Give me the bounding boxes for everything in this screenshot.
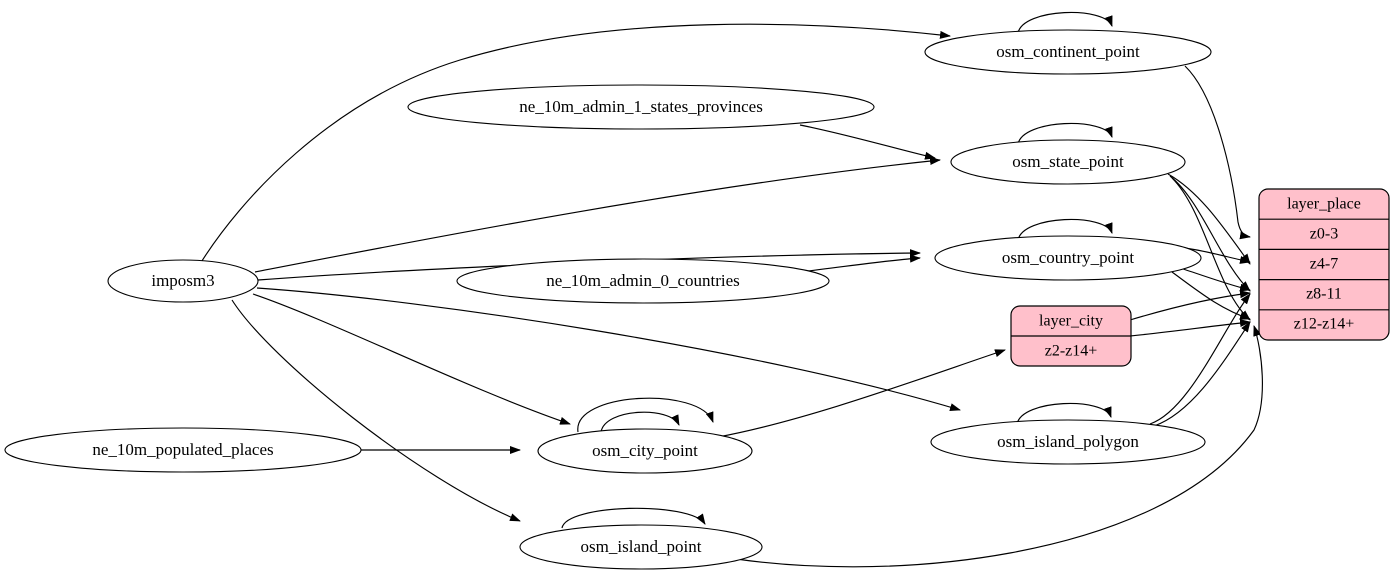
edge-osm_island_point-self-loop <box>561 507 706 529</box>
edge-osm_country_point-to-layer_place-z8-11 <box>1179 267 1251 292</box>
record-layer_city-row-z2-z14[interactable]: z2-z14+ <box>1045 343 1098 360</box>
record-layer_city-title: layer_city <box>1039 313 1103 330</box>
node-ne_10m_admin_1_states_provinces[interactable]: ne_10m_admin_1_states_provinces <box>407 84 875 130</box>
edge-ne_states-to-osm_state_point <box>799 124 936 160</box>
edge-osm_state_point-to-layer_place-z12-z14 <box>1171 177 1251 321</box>
edge-imposm3-to-osm_state_point <box>254 157 941 273</box>
node-osm_city_point[interactable]: osm_city_point <box>537 428 753 474</box>
node-ne_states-shape[interactable] <box>407 84 875 130</box>
node-ne_10m_admin_0_countries[interactable]: ne_10m_admin_0_countries <box>456 258 830 304</box>
node-osm_island_point[interactable]: osm_island_point <box>519 524 763 570</box>
edge-osm_continent_point-self-loop <box>1017 11 1113 34</box>
node-ne_populated-shape[interactable] <box>4 427 362 473</box>
node-imposm3-label: imposm3 <box>151 271 214 290</box>
edge-osm_city_point-self-loop-inner <box>600 411 680 433</box>
node-osm_continent_point[interactable]: osm_continent_point <box>924 29 1212 75</box>
node-imposm3[interactable]: imposm3 <box>107 259 259 303</box>
node-osm_city_point-shape[interactable] <box>537 428 753 474</box>
node-osm_continent_point-label: osm_continent_point <box>996 42 1140 61</box>
edge-layer_city-to-layer_place-z8-11 <box>1129 290 1251 321</box>
node-osm_country_point[interactable]: osm_country_point <box>934 235 1202 281</box>
node-osm_island_point-shape[interactable] <box>519 524 763 570</box>
edge-osm_island_polygon-self-loop <box>1016 402 1112 425</box>
node-osm_state_point[interactable]: osm_state_point <box>950 139 1186 185</box>
edge-osm_island_polygon-to-layer_place-z12-z14 <box>1153 321 1251 427</box>
edge-imposm3-to-osm_city_point <box>252 293 571 425</box>
edge-osm_city_point-self-loop-outer <box>577 397 714 433</box>
nodes-layer: imposm3 ne_10m_admin_1_states_provinces … <box>4 29 1212 570</box>
edge-osm_island_polygon-to-layer_place-z8-11 <box>1149 293 1251 425</box>
node-imposm3-shape[interactable] <box>107 259 259 303</box>
record-layer_place-box[interactable] <box>1258 188 1390 341</box>
node-osm_state_point-label: osm_state_point <box>1012 152 1124 171</box>
edge-osm_city_point-to-layer_city-z2-z14 <box>717 349 1006 438</box>
edge-osm_state_point-self-loop <box>1017 122 1113 145</box>
node-osm_country_point-label: osm_country_point <box>1002 248 1134 267</box>
node-osm_island_polygon-shape[interactable] <box>930 419 1206 465</box>
node-osm_island_point-label: osm_island_point <box>581 537 702 556</box>
node-ne_states-label: ne_10m_admin_1_states_provinces <box>519 97 763 116</box>
node-ne_populated-label: ne_10m_populated_places <box>92 440 273 459</box>
record-layer_place-row-z8-11[interactable]: z8-11 <box>1306 286 1342 303</box>
node-ne_countries-label: ne_10m_admin_0_countries <box>546 271 740 290</box>
record-layer_place-row-z12-z14[interactable]: z12-z14+ <box>1294 316 1355 333</box>
edge-imposm3-to-osm_continent_point <box>199 23 951 265</box>
edge-imposm3-to-osm_island_point <box>231 299 521 522</box>
edge-osm_state_point-to-layer_place-z4-7 <box>1167 173 1251 265</box>
node-ne_countries-shape[interactable] <box>456 258 830 304</box>
records-layer: layer_place z0-3 z4-7 z8-11 z12-z14+ lay… <box>1010 188 1390 367</box>
edge-osm_state_point-to-layer_place-z8-11 <box>1169 175 1251 292</box>
node-osm_country_point-shape[interactable] <box>934 235 1202 281</box>
edge-osm_country_point-to-layer_place-z12-z14 <box>1171 271 1251 320</box>
edge-imposm3-to-osm_island_polygon <box>256 287 961 411</box>
node-osm_city_point-label: osm_city_point <box>592 441 698 460</box>
edge-ne_countries-to-osm_country_point <box>799 254 921 273</box>
record-layer_place-row-z0-3[interactable]: z0-3 <box>1310 226 1338 243</box>
record-layer_place-title: layer_place <box>1287 196 1361 213</box>
node-ne_10m_populated_places[interactable]: ne_10m_populated_places <box>4 427 362 473</box>
edge-osm_island_point-to-layer_place-z12-z14 <box>711 325 1263 568</box>
record-layer_city[interactable]: layer_city z2-z14+ <box>1010 305 1132 367</box>
edge-osm_country_point-self-loop <box>1017 218 1113 241</box>
node-osm_island_polygon[interactable]: osm_island_polygon <box>930 419 1206 465</box>
node-osm_state_point-shape[interactable] <box>950 139 1186 185</box>
edge-layer_city-to-layer_place-z12-z14 <box>1129 319 1251 337</box>
edge-osm_continent_point-to-layer_place-z0-3 <box>1184 65 1251 240</box>
record-layer_place[interactable]: layer_place z0-3 z4-7 z8-11 z12-z14+ <box>1258 188 1390 341</box>
edges-layer <box>199 11 1263 568</box>
node-osm_continent_point-shape[interactable] <box>924 29 1212 75</box>
node-osm_island_polygon-label: osm_island_polygon <box>997 432 1139 451</box>
record-layer_place-row-z4-7[interactable]: z4-7 <box>1310 256 1338 273</box>
